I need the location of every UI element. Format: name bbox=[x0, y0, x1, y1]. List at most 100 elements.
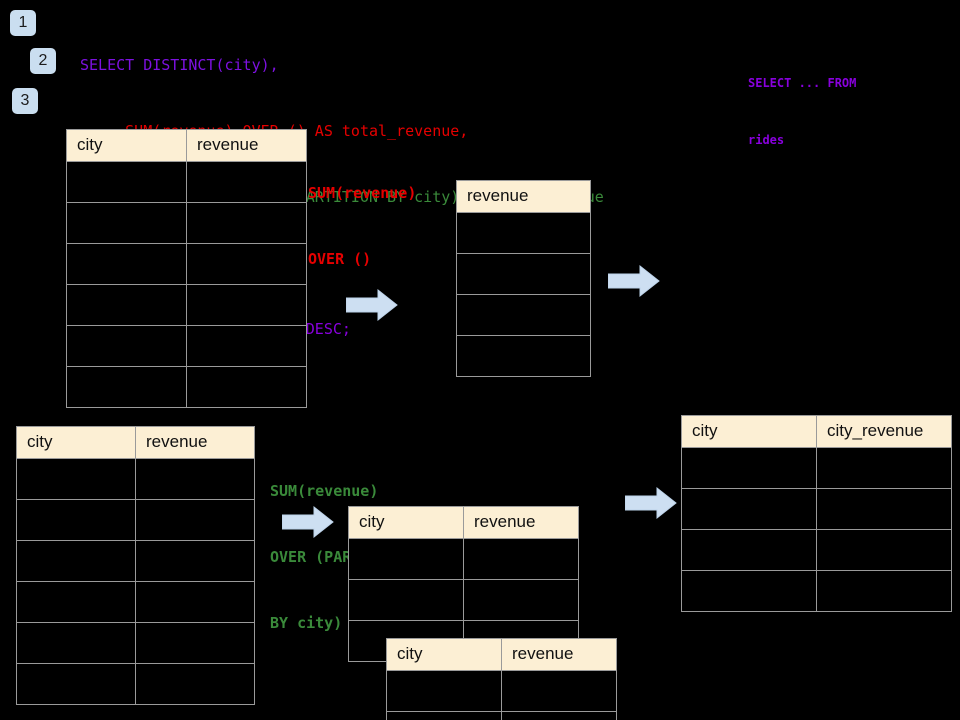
table-cell-revenue bbox=[186, 284, 307, 326]
table-partition-group-back: city revenue bbox=[348, 506, 579, 662]
table-cell-revenue bbox=[463, 579, 579, 621]
table-row bbox=[456, 212, 591, 254]
table-header-row: revenue bbox=[456, 180, 591, 213]
table-header-row: city revenue bbox=[66, 129, 307, 162]
table-final-result: city city_revenue bbox=[681, 415, 952, 612]
arrow-revenue-to-result bbox=[608, 264, 660, 298]
table-source-rides-top: city revenue bbox=[66, 129, 307, 408]
column-header-city: city bbox=[66, 129, 187, 162]
table-cell-revenue bbox=[456, 212, 591, 254]
column-header-city: city bbox=[386, 638, 502, 671]
table-cell-revenue bbox=[456, 253, 591, 295]
table-cell-city bbox=[16, 581, 136, 623]
table-cell-city bbox=[16, 458, 136, 500]
annotation-partition-line-3: BY city) bbox=[270, 614, 343, 632]
table-row bbox=[386, 711, 617, 720]
column-header-city: city bbox=[681, 415, 817, 448]
table-cell-city bbox=[16, 663, 136, 705]
annotation-over-empty-line-1: SUM(revenue) bbox=[308, 184, 417, 202]
table-row bbox=[66, 366, 307, 408]
table-row bbox=[348, 579, 579, 621]
table-row bbox=[456, 294, 591, 336]
table-row bbox=[66, 161, 307, 203]
table-row bbox=[456, 253, 591, 295]
step-badge-3: 3 bbox=[12, 88, 38, 114]
table-cell-city bbox=[681, 529, 817, 571]
table-cell-city bbox=[66, 243, 187, 285]
table-cell-revenue bbox=[456, 294, 591, 336]
table-row bbox=[66, 284, 307, 326]
column-header-revenue: revenue bbox=[186, 129, 307, 162]
step-badge-2: 2 bbox=[30, 48, 56, 74]
table-row bbox=[66, 202, 307, 244]
step-badge-1: 1 bbox=[10, 10, 36, 36]
column-header-revenue: revenue bbox=[463, 506, 579, 539]
table-row bbox=[66, 325, 307, 367]
table-cell-city bbox=[348, 538, 464, 580]
column-header-city: city bbox=[348, 506, 464, 539]
table-cell-city bbox=[681, 447, 817, 489]
sql-line-1: SELECT DISTINCT(city), bbox=[80, 56, 279, 74]
table-row bbox=[16, 499, 255, 541]
table-source-rides-bottom: city revenue bbox=[16, 426, 255, 705]
table-row bbox=[681, 529, 952, 571]
table-cell-city-revenue bbox=[816, 570, 952, 612]
table-cell-city bbox=[348, 579, 464, 621]
table-cell-revenue bbox=[501, 711, 617, 720]
column-header-revenue: revenue bbox=[501, 638, 617, 671]
table-cell-city bbox=[681, 488, 817, 530]
table-partition-group-front: city revenue bbox=[386, 638, 617, 720]
table-cell-city bbox=[66, 284, 187, 326]
table-cell-city bbox=[16, 499, 136, 541]
arrow-source-to-revenue bbox=[346, 288, 398, 322]
table-cell-city bbox=[66, 366, 187, 408]
table-cell-revenue bbox=[463, 538, 579, 580]
table-cell-revenue bbox=[135, 622, 255, 664]
table-cell-revenue bbox=[135, 581, 255, 623]
table-cell-city-revenue bbox=[816, 447, 952, 489]
table-header-row: city city_revenue bbox=[681, 415, 952, 448]
arrow-partition-to-result bbox=[625, 486, 677, 520]
table-cell-revenue bbox=[456, 335, 591, 377]
arrow-source-to-partition bbox=[282, 505, 334, 539]
table-cell-city-revenue bbox=[816, 529, 952, 571]
table-cell-revenue bbox=[135, 663, 255, 705]
table-row bbox=[66, 243, 307, 285]
column-header-city: city bbox=[16, 426, 136, 459]
side-note-line-2: rides bbox=[748, 133, 785, 147]
annotation-partition-by-city: SUM(revenue) OVER (PARTITION BY city) bbox=[270, 436, 405, 678]
table-cell-revenue bbox=[186, 243, 307, 285]
table-total-revenue-intermediate: revenue bbox=[456, 180, 591, 377]
table-header-row: city revenue bbox=[386, 638, 617, 671]
table-cell-city bbox=[66, 325, 187, 367]
table-cell-city bbox=[681, 570, 817, 612]
table-cell-revenue bbox=[186, 366, 307, 408]
table-row bbox=[348, 538, 579, 580]
table-row bbox=[16, 663, 255, 705]
table-header-row: city revenue bbox=[348, 506, 579, 539]
annotation-partition-line-1: SUM(revenue) bbox=[270, 482, 379, 500]
table-header-row: city revenue bbox=[16, 426, 255, 459]
column-header-revenue: revenue bbox=[456, 180, 591, 213]
table-cell-revenue bbox=[186, 325, 307, 367]
table-cell-city bbox=[386, 711, 502, 720]
table-cell-revenue bbox=[135, 499, 255, 541]
table-row bbox=[681, 488, 952, 530]
table-cell-city-revenue bbox=[816, 488, 952, 530]
side-note-select-from: SELECT ... FROM rides bbox=[748, 36, 856, 188]
table-row bbox=[681, 447, 952, 489]
table-row bbox=[16, 458, 255, 500]
table-cell-revenue bbox=[501, 670, 617, 712]
table-row bbox=[681, 570, 952, 612]
table-cell-revenue bbox=[186, 161, 307, 203]
side-note-line-1: SELECT ... FROM bbox=[748, 76, 857, 90]
table-cell-revenue bbox=[186, 202, 307, 244]
table-row bbox=[386, 670, 617, 712]
table-cell-revenue bbox=[135, 540, 255, 582]
table-cell-city bbox=[386, 670, 502, 712]
table-row bbox=[16, 540, 255, 582]
table-row bbox=[456, 335, 591, 377]
table-cell-revenue bbox=[135, 458, 255, 500]
table-cell-city bbox=[66, 202, 187, 244]
